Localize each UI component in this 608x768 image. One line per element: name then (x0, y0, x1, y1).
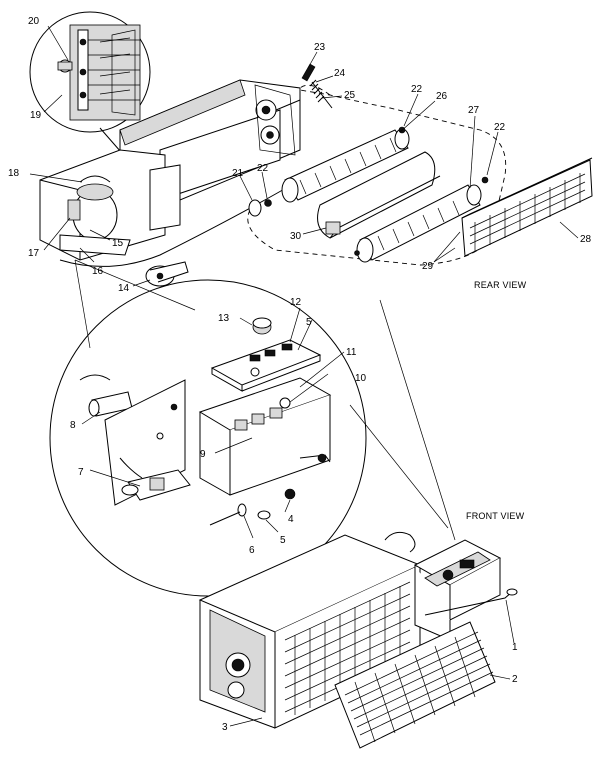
callout-6: 6 (249, 545, 255, 556)
callout-30: 30 (290, 231, 302, 242)
rear-view-assembly (29, 11, 593, 287)
spring-assembly (301, 63, 333, 109)
washer (264, 199, 272, 207)
front-view-label: FRONT VIEW (466, 511, 525, 521)
callout-29: 29 (422, 261, 434, 272)
front-view-assembly (198, 531, 518, 749)
control-detail-circle (49, 259, 456, 597)
callout-24: 24 (334, 68, 346, 79)
thermostat (119, 457, 191, 501)
callout-12: 12 (290, 297, 302, 308)
detail-circle-top (29, 11, 151, 161)
front-cabinet (198, 534, 422, 729)
callout-3: 3 (222, 722, 228, 733)
compressor (59, 175, 131, 256)
callout-25: 25 (344, 90, 356, 101)
scroll-housing (317, 151, 441, 239)
callout-20: 20 (28, 16, 40, 27)
callout-4: 4 (288, 514, 294, 525)
callout-2: 2 (512, 674, 518, 685)
callout-15: 15 (112, 238, 124, 249)
blower-wheel-upper (281, 126, 410, 203)
callout-23: 23 (314, 42, 326, 53)
callout-19: 19 (30, 110, 42, 121)
callout-17: 17 (28, 248, 40, 259)
front-control-section (384, 531, 518, 641)
callout-18: 18 (8, 168, 20, 179)
callout-14: 14 (118, 283, 130, 294)
control-box (198, 377, 332, 496)
leader-lines-rear (29, 25, 579, 287)
callout-8: 8 (70, 420, 76, 431)
callout-10: 10 (355, 373, 367, 384)
rear-grille (461, 157, 593, 257)
callout-22: 22 (411, 84, 423, 95)
control-panel-plate (210, 339, 322, 392)
callout-labels: 20 19 18 17 15 16 14 23 24 25 22 26 27 2… (8, 16, 592, 733)
collar (248, 199, 262, 217)
leader-lines-front (229, 599, 515, 727)
refrigerant-tube (59, 179, 301, 267)
callout-9: 9 (200, 449, 206, 460)
callout-1: 1 (512, 642, 518, 653)
callout-13: 13 (218, 313, 230, 324)
blower-wheel-lower (354, 184, 482, 263)
rear-view-label: REAR VIEW (474, 280, 527, 290)
callout-22: 22 (494, 122, 506, 133)
callout-16: 16 (92, 266, 104, 277)
fan-motor (145, 261, 189, 287)
callout-21: 21 (232, 168, 244, 179)
washer (481, 176, 489, 184)
leader-lines-detail (81, 307, 345, 539)
callout-27: 27 (468, 105, 480, 116)
callout-22: 22 (257, 163, 269, 174)
callout-26: 26 (436, 91, 448, 102)
switch-parts (209, 488, 296, 526)
callout-5: 5 (306, 317, 312, 328)
callout-7: 7 (78, 467, 84, 478)
callout-5: 5 (280, 535, 286, 546)
control-knob (252, 317, 272, 335)
front-grille (334, 621, 496, 749)
callout-28: 28 (580, 234, 592, 245)
callout-11: 11 (346, 347, 357, 358)
